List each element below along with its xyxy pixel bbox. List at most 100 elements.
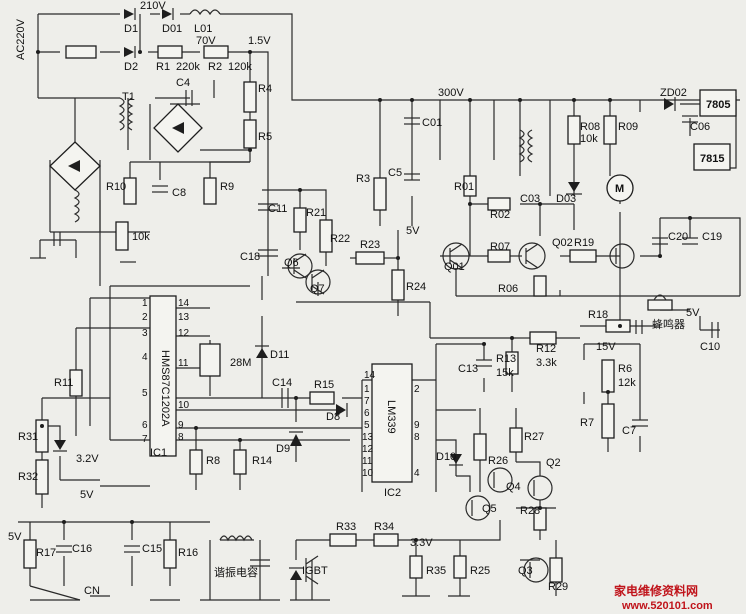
capacitor-c10-buzzer [635, 320, 643, 334]
label-q5: Q5 [482, 503, 497, 515]
label-70v: 70V [196, 35, 216, 47]
label-r16: R16 [178, 547, 198, 559]
label-r32: R32 [18, 471, 38, 483]
label-ac220v: AC220V [15, 18, 27, 60]
resistor-r27 [509, 427, 523, 453]
buzzer [647, 294, 673, 311]
label-r2-value: 120k [228, 61, 252, 73]
label-r2: R2 [208, 61, 222, 73]
potentiometer-10k [115, 221, 129, 251]
bridge-rectifier-main [49, 141, 101, 191]
label-d1: D1 [124, 23, 138, 35]
capacitor-c18 [258, 249, 278, 257]
label-5v-c: 5V [686, 307, 700, 319]
label-r09: R09 [618, 121, 638, 133]
diode-d03 [566, 182, 582, 195]
label-ic2-p11: 11 [362, 456, 373, 467]
resistor-r2 [203, 45, 229, 59]
label-pin4: 4 [142, 352, 148, 363]
capacitor-c7 [632, 419, 648, 427]
resistor-r32 [35, 459, 49, 495]
label-pin10: 10 [178, 400, 190, 411]
label-ic2: IC2 [384, 487, 401, 499]
label-pot-10k: 10k [132, 231, 150, 243]
labels: AC220V 210V D1 D01 L01 70V 1.5V D2 R1 22… [8, 0, 730, 612]
label-5v-d: 5V [8, 531, 22, 543]
resistor-r19 [569, 249, 597, 263]
label-r13-value: 15k [496, 367, 514, 379]
wiring [18, 13, 741, 600]
resistor-r17 [23, 539, 37, 569]
label-r27: R27 [524, 431, 544, 443]
igbt-transistor [305, 555, 319, 585]
label-d8: D8 [326, 411, 340, 423]
label-c4: C4 [176, 77, 190, 89]
label-l01: L01 [194, 23, 212, 35]
capacitor-input [53, 232, 61, 246]
label-ic2-p7: 7 [364, 396, 370, 407]
resistor-r08 [567, 115, 581, 145]
capacitor-c06 [682, 115, 698, 123]
label-r11: R11 [54, 377, 73, 389]
label-ic2-p14: 14 [364, 370, 376, 381]
label-r5: R5 [258, 131, 272, 143]
label-r15: R15 [314, 379, 334, 391]
diode-d10 [449, 454, 463, 466]
label-r7: R7 [580, 417, 594, 429]
resistor-r14 [233, 449, 247, 475]
resistor-r02 [487, 197, 511, 211]
capacitor-c01 [404, 117, 420, 125]
label-ic2-p6: 6 [364, 408, 370, 419]
diode-d01 [162, 8, 174, 20]
capacitor-c20 [652, 237, 668, 245]
capacitor-c10 [711, 322, 719, 338]
label-r6-value: 12k [618, 377, 636, 389]
transistor-q02 [518, 242, 546, 270]
resonant-capacitor [250, 559, 270, 567]
label-r4: R4 [258, 83, 272, 95]
label-ic2-p10: 10 [362, 468, 374, 479]
resistor-r6 [601, 359, 615, 393]
label-3v3: 3.3V [410, 537, 433, 549]
label-r1-value: 220k [176, 61, 200, 73]
label-c8: C8 [172, 187, 186, 199]
label-d2: D2 [124, 61, 138, 73]
transistor-q4 [487, 467, 513, 493]
resistor-r5 [243, 119, 257, 149]
resistor-r25 [453, 555, 467, 579]
watermark-cn: 家电维修资料网 [614, 583, 698, 598]
label-5v-b: 5V [80, 489, 94, 501]
label-ic2-p12: 12 [362, 444, 374, 455]
label-r31: R31 [18, 431, 38, 443]
label-c20: C20 [668, 231, 688, 243]
label-r10: R10 [106, 181, 126, 193]
label-q6: Q6 [284, 257, 299, 269]
transistor-q3 [523, 557, 549, 583]
label-cn: CN [84, 585, 100, 597]
diode-3v2 [53, 440, 67, 452]
label-c5: C5 [388, 167, 402, 179]
label-r34: R34 [374, 521, 394, 533]
label-ic2-p1: 1 [364, 384, 370, 395]
capacitor-c13 [476, 359, 492, 367]
label-q01: Q01 [444, 261, 465, 273]
label-ic2-p8: 8 [414, 432, 420, 443]
label-pin3: 3 [142, 328, 148, 339]
capacitor-c16 [56, 545, 72, 553]
label-c11: C11 [268, 203, 287, 215]
capacitor-c11 [258, 203, 278, 211]
label-r26: R26 [488, 455, 508, 467]
resistor-r7 [601, 403, 615, 439]
resistor-r23 [355, 251, 385, 265]
label-pin6: 6 [142, 420, 148, 431]
resistor-r34 [373, 533, 399, 547]
label-pin12: 12 [178, 328, 190, 339]
label-7805: 7805 [706, 99, 730, 111]
label-ic1-part: HMS87C1202A [159, 350, 171, 427]
inductor-l01 [189, 9, 221, 16]
diode-d9 [289, 431, 303, 446]
label-pin5: 5 [142, 388, 148, 399]
label-r33: R33 [336, 521, 356, 533]
label-motor: M [615, 183, 624, 195]
